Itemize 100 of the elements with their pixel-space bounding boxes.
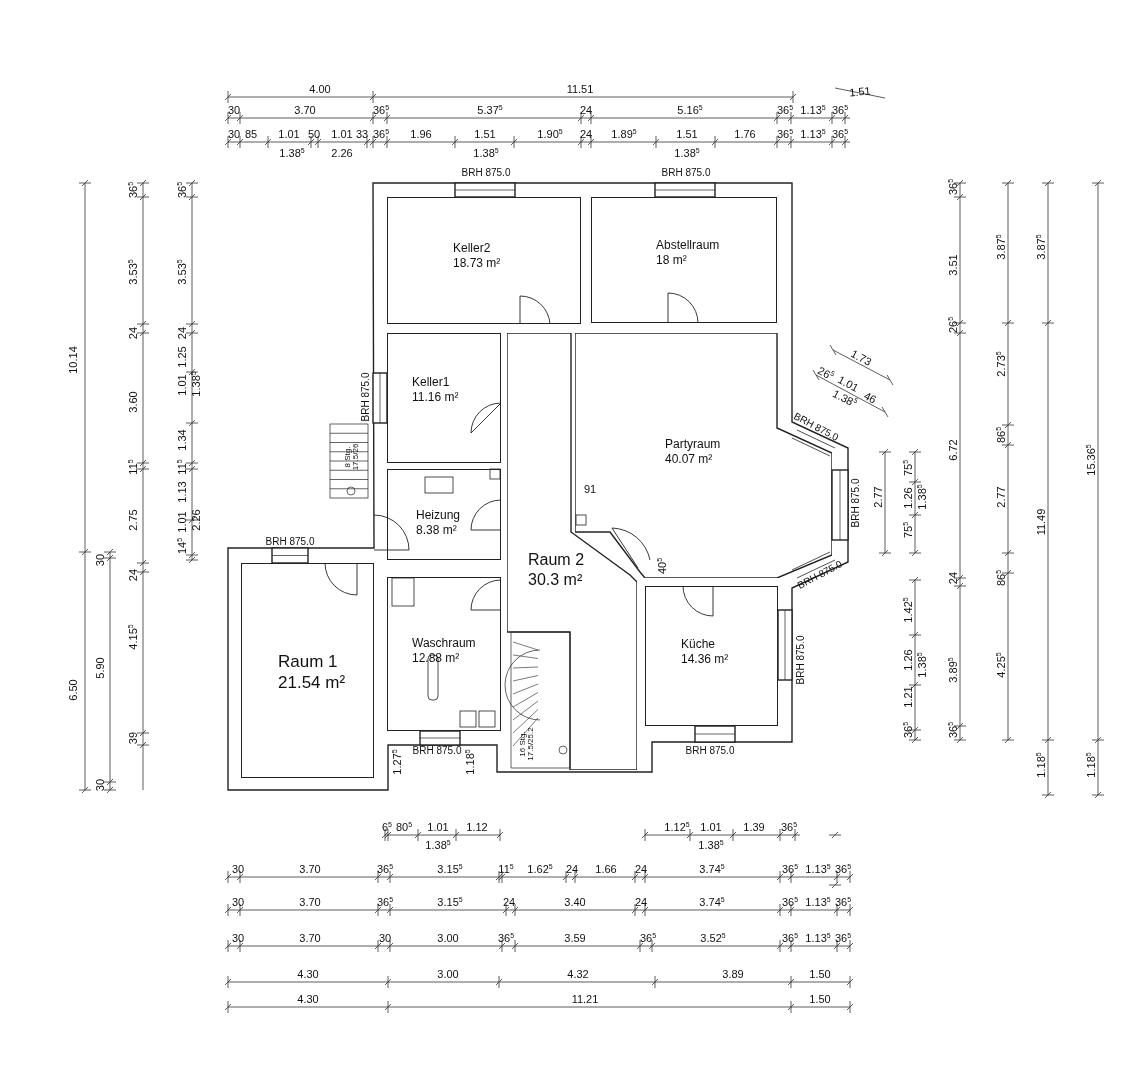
dimension-label: 30: [231, 896, 245, 908]
dimension-label: 1.01: [278, 128, 300, 140]
room: [241, 563, 374, 778]
dimension-label: 30: [231, 932, 245, 944]
dimension-label: 91: [583, 483, 597, 495]
dimension-label: 1.76: [734, 128, 756, 140]
dimension-label: 1.66: [595, 863, 617, 875]
dimension-label: 3.70: [299, 932, 321, 944]
dimension-label: 24: [127, 568, 139, 582]
window-label: BRH 875.0: [265, 537, 315, 547]
dimension-label: 46: [862, 390, 878, 406]
stair-label: 8 Stg. 17.5/26: [344, 442, 360, 473]
dimension-label: 1.12$^{5}$: [664, 820, 690, 834]
dimension-label: 6$^{5}$: [382, 820, 392, 834]
room: [591, 197, 777, 323]
dimension-label: 3.89: [722, 968, 744, 980]
dimension-label: 3.15$^{5}$: [437, 895, 463, 909]
dimension-label: 24: [579, 104, 593, 116]
dimension-label: 36$^{5}$: [639, 931, 657, 945]
room-area: 18.73 m²: [453, 256, 501, 271]
dimension-label: 24: [502, 896, 516, 908]
window-label: BRH 875.0: [796, 559, 844, 591]
dimension-label: 11$^{5}$: [498, 862, 514, 876]
room-name: Keller1: [412, 375, 450, 390]
dimension-label: 2.26: [190, 509, 202, 531]
dimension-label: 1.13: [176, 481, 188, 503]
dimension-label: 4.00: [309, 83, 331, 95]
room-name: Raum 2: [528, 550, 585, 570]
dimension-label: 36$^{5}$: [776, 103, 794, 117]
dimension-label: 36$^{5}$: [776, 127, 794, 141]
dimension-label: 1.13$^{5}$: [805, 931, 831, 945]
room-area: 40.07 m²: [665, 452, 713, 467]
dimension-label: 36$^{5}$: [831, 127, 849, 141]
dimension-label: 36$^{5}$: [834, 931, 852, 945]
dimension-label: 36$^{5}$: [372, 103, 390, 117]
window-label: BRH 875.0: [461, 168, 511, 178]
window-label: BRH 875.0: [361, 372, 371, 422]
room-name: Heizung: [416, 508, 461, 523]
room-area: 18 m²: [656, 253, 687, 268]
dimension-label: 36$^{5}$: [376, 895, 394, 909]
window-label: BRH 875.0: [412, 746, 462, 756]
dimension-label: 36$^{5}$: [781, 931, 799, 945]
dimension-label: 24: [176, 326, 188, 340]
dimension-label: 36$^{5}$: [372, 127, 390, 141]
room-area: 30.3 m²: [528, 570, 583, 590]
room-area: 12.88 m²: [412, 651, 460, 666]
dimension-label: 1.01: [331, 128, 353, 140]
dimension-label: 30: [94, 778, 106, 792]
room: [645, 586, 778, 726]
room-area: 21.54 m²: [278, 672, 346, 694]
window-label: BRH 875.0: [661, 168, 711, 178]
dimension-label: 24: [634, 863, 648, 875]
room-name: Raum 1: [278, 651, 338, 673]
dimension-label: 4.32: [567, 968, 589, 980]
dimension-label: 1.89$^{5}$: [611, 127, 637, 141]
window-label: BRH 875.0: [685, 746, 735, 756]
room: [387, 577, 501, 731]
room: [387, 469, 501, 560]
dimension-label: 36$^{5}$: [834, 895, 852, 909]
dimension-label: 80$^{5}$: [395, 820, 413, 834]
dimension-label: 85: [244, 128, 258, 140]
dimension-label: 1.01: [700, 821, 722, 833]
dimension-label: 30: [378, 932, 392, 944]
room-name: Küche: [681, 637, 716, 652]
dimension-label: 3.00: [437, 968, 459, 980]
dimension-label: 2.26: [331, 147, 353, 159]
dimension-label: 3.60: [127, 391, 139, 413]
dimension-label: 1.13$^{5}$: [800, 103, 826, 117]
room-name: Abstellraum: [656, 238, 720, 253]
dimension-label: 36$^{5}$: [780, 820, 798, 834]
dimension-label: 3.70: [299, 896, 321, 908]
dimension-label: 1.26: [902, 649, 914, 671]
dimension-label: 1.01: [176, 511, 188, 533]
dimension-label: 1.73: [848, 348, 874, 368]
dimension-label: 3.00: [437, 932, 459, 944]
dimension-label: 1.38$^{5}$: [698, 838, 724, 852]
dimension-label: 2.75: [127, 509, 139, 531]
dimension-label: 30: [94, 553, 106, 567]
dimension-label: 36$^{5}$: [831, 103, 849, 117]
dimension-label: 1.01: [427, 821, 449, 833]
dimension-label: 36$^{5}$: [781, 895, 799, 909]
room-name: Waschraum: [412, 636, 476, 651]
dimension-label: 36$^{5}$: [781, 862, 799, 876]
dimension-label: 36$^{5}$: [834, 862, 852, 876]
dimension-label: 1.25: [176, 346, 188, 368]
dimension-label: 24: [634, 896, 648, 908]
stair-label: 16 Stg. 17.5/25.2: [519, 727, 535, 761]
dimension-label: 1.38$^{5}$: [279, 146, 305, 160]
dimension-label: 1.51: [474, 128, 496, 140]
dimension-label: 10.14: [67, 346, 79, 374]
dimension-label: 4.30: [297, 993, 319, 1005]
dimension-label: 3.74$^{5}$: [699, 895, 725, 909]
dimension-label: 5.90: [94, 657, 106, 679]
dimension-label: 24: [565, 863, 579, 875]
dimension-label: 2.77: [872, 486, 884, 508]
dimension-label: 3.59: [564, 932, 586, 944]
dimension-label: 11.51: [566, 83, 594, 95]
dimension-label: 1.21: [902, 686, 914, 708]
dimension-label: 11.21: [571, 993, 599, 1005]
dimension-label: 3.74$^{5}$: [699, 862, 725, 876]
